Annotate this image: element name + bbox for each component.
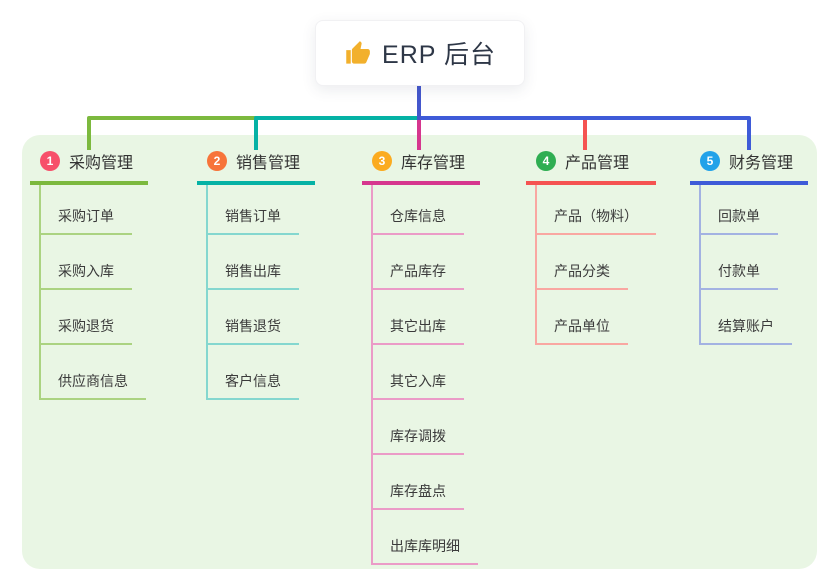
child-node[interactable]: 产品（物料） [537, 185, 656, 235]
child-node[interactable]: 库存调拨 [373, 400, 464, 455]
branch-3: 3 库存管理 仓库信息产品库存其它出库其它入库库存调拨库存盘点出库库明细 [362, 146, 480, 565]
child-node[interactable]: 采购订单 [41, 185, 132, 235]
branch-label: 财务管理 [729, 155, 794, 172]
branch-children: 回款单付款单结算账户 [699, 185, 792, 345]
branch-children: 产品（物料）产品分类产品单位 [535, 185, 656, 345]
branch-label: 销售管理 [236, 155, 301, 172]
child-node[interactable]: 销售出库 [208, 235, 299, 290]
root-node-erp[interactable]: ERP 后台 [315, 20, 525, 86]
branch-number-badge: 2 [207, 151, 227, 171]
child-node[interactable]: 销售退货 [208, 290, 299, 345]
child-node[interactable]: 其它入库 [373, 345, 464, 400]
branch-children: 采购订单采购入库采购退货供应商信息 [39, 185, 146, 400]
branch-number-badge: 3 [372, 151, 392, 171]
branch-label: 库存管理 [401, 155, 466, 172]
branch-node[interactable]: 3 库存管理 [362, 146, 480, 185]
branch-node[interactable]: 4 产品管理 [526, 146, 656, 185]
child-node[interactable]: 采购退货 [41, 290, 132, 345]
child-node[interactable]: 仓库信息 [373, 185, 464, 235]
branch-number-badge: 4 [536, 151, 556, 171]
branch-node[interactable]: 1 采购管理 [30, 146, 148, 185]
branch-node[interactable]: 5 财务管理 [690, 146, 808, 185]
branch-label: 产品管理 [565, 155, 630, 172]
root-node-label: ERP 后台 [382, 41, 496, 69]
child-node[interactable]: 付款单 [701, 235, 778, 290]
branch-children: 仓库信息产品库存其它出库其它入库库存调拨库存盘点出库库明细 [371, 185, 478, 565]
child-node[interactable]: 其它出库 [373, 290, 464, 345]
branch-label: 采购管理 [69, 155, 134, 172]
child-node[interactable]: 采购入库 [41, 235, 132, 290]
child-node[interactable]: 结算账户 [701, 290, 792, 345]
child-node[interactable]: 产品单位 [537, 290, 628, 345]
child-node[interactable]: 回款单 [701, 185, 778, 235]
branch-4: 4 产品管理 产品（物料）产品分类产品单位 [526, 146, 656, 345]
child-node[interactable]: 库存盘点 [373, 455, 464, 510]
branch-2: 2 销售管理 销售订单销售出库销售退货客户信息 [197, 146, 315, 400]
branch-5: 5 财务管理 回款单付款单结算账户 [690, 146, 808, 345]
branch-node[interactable]: 2 销售管理 [197, 146, 315, 185]
child-node[interactable]: 销售订单 [208, 185, 299, 235]
child-node[interactable]: 供应商信息 [41, 345, 146, 400]
child-node[interactable]: 产品分类 [537, 235, 628, 290]
child-node[interactable]: 客户信息 [208, 345, 299, 400]
branch-number-badge: 5 [700, 151, 720, 171]
branch-1: 1 采购管理 采购订单采购入库采购退货供应商信息 [30, 146, 148, 400]
child-node[interactable]: 出库库明细 [373, 510, 478, 565]
branch-children: 销售订单销售出库销售退货客户信息 [206, 185, 299, 400]
child-node[interactable]: 产品库存 [373, 235, 464, 290]
branch-number-badge: 1 [40, 151, 60, 171]
mindmap-panel [22, 135, 817, 569]
thumbs-up-icon [346, 40, 370, 64]
